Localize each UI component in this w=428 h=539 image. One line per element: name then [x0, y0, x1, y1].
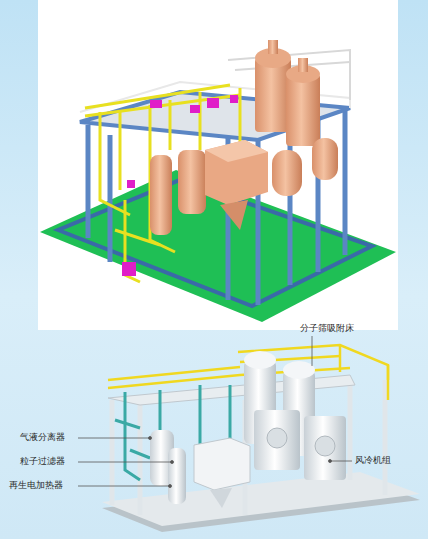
- part-label: 分子筛吸附床: [300, 323, 354, 334]
- leader-lines: [78, 336, 352, 488]
- part-label: 气液分离器: [20, 432, 65, 443]
- part-label: 风冷机组: [355, 455, 391, 466]
- bottom-skid: [102, 345, 420, 532]
- part-label: 粒子过滤器: [20, 456, 65, 467]
- top-panel: [38, 0, 398, 330]
- top-skid: [40, 40, 396, 322]
- part-label: 再生电加热器: [9, 480, 63, 491]
